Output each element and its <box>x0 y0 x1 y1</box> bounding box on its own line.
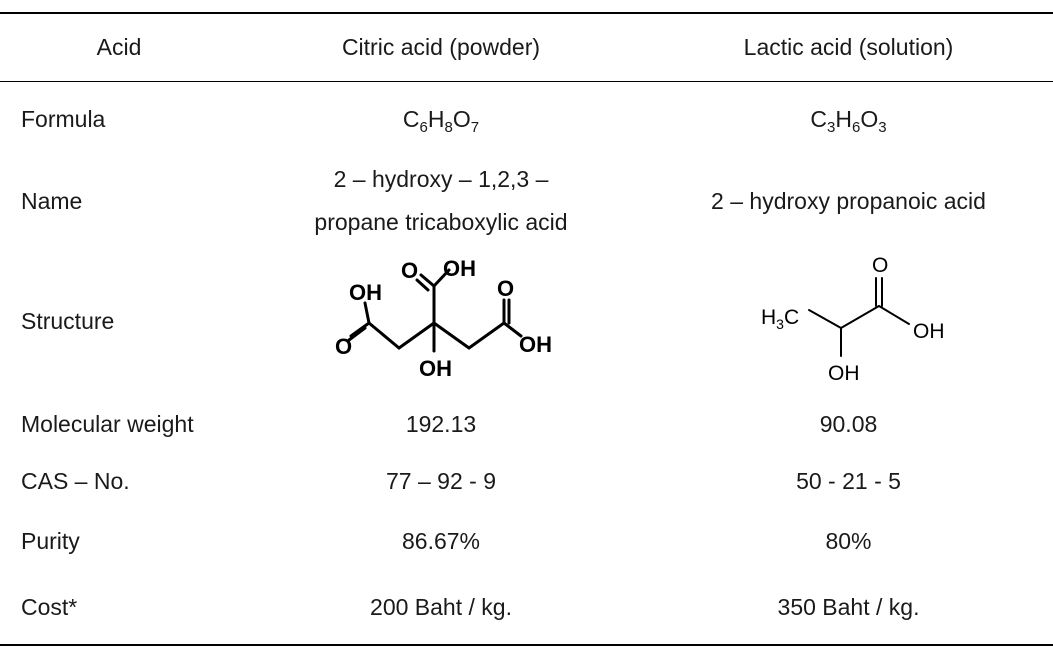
cas-label: CAS – No. <box>21 468 130 494</box>
acid-properties-table: Acid Citric acid (powder) Lactic acid (s… <box>0 12 1053 646</box>
lactic-oh-bottom: OH <box>828 362 860 385</box>
formula-row: Formula C6H8O7 C3H6O3 <box>0 82 1053 157</box>
citric-cost: 200 Baht / kg. <box>238 571 644 646</box>
lactic-purity: 80% <box>825 527 872 554</box>
molecular-weight-label: Molecular weight <box>21 410 194 437</box>
citric-oh-top: OH <box>443 256 476 281</box>
citric-o-right: O <box>497 276 514 301</box>
citric-acid-structure-diagram: OH O O OH O OH OH <box>335 256 552 381</box>
formula-label: Formula <box>21 105 106 132</box>
header-citric-acid: Citric acid (powder) <box>238 12 644 82</box>
cas-row: CAS – No. 77 – 92 - 9 50 - 21 - 5 <box>0 452 1053 511</box>
lactic-formula: C3H6O3 <box>810 105 887 136</box>
purity-label: Purity <box>21 527 80 554</box>
name-label: Name <box>21 187 83 214</box>
citric-cas: 77 – 92 - 9 <box>386 468 496 494</box>
citric-purity: 86.67% <box>401 527 480 554</box>
header-lactic-acid: Lactic acid (solution) <box>644 12 1053 82</box>
purity-row: Purity 86.67% 80% <box>0 511 1053 571</box>
lactic-o-top: O <box>872 254 888 277</box>
lactic-oh-right: OH <box>913 320 945 343</box>
header-acid: Acid <box>0 12 238 82</box>
cost-label: Cost* <box>0 571 238 646</box>
citric-oh-right: OH <box>519 332 551 357</box>
cost-row: Cost* 200 Baht / kg. 350 Baht / kg. <box>0 571 1053 646</box>
citric-structure: OH O O OH O OH OH <box>238 246 644 396</box>
citric-o-left: O <box>335 334 352 359</box>
lactic-acid-structure-diagram: H3C O OH OH <box>761 254 945 385</box>
lactic-ch3-group: H3C <box>761 306 799 332</box>
lactic-structure: H3C O OH OH <box>644 246 1053 396</box>
lactic-cas: 50 - 21 - 5 <box>796 468 901 494</box>
lactic-cost: 350 Baht / kg. <box>644 571 1053 646</box>
structure-row: Structure <box>0 246 1053 396</box>
name-row: Name 2 – hydroxy – 1,2,3 – propane trica… <box>0 156 1053 246</box>
citric-oh-center: OH <box>419 356 452 381</box>
citric-name: 2 – hydroxy – 1,2,3 – propane tricaboxyl… <box>314 166 568 235</box>
molecular-weight-row: Molecular weight 192.13 90.08 <box>0 396 1053 452</box>
lactic-name: 2 – hydroxy propanoic acid <box>711 187 986 214</box>
citric-formula: C6H8O7 <box>402 105 480 136</box>
structure-label: Structure <box>21 307 115 334</box>
citric-molecular-weight: 192.13 <box>405 410 477 437</box>
header-row: Acid Citric acid (powder) Lactic acid (s… <box>0 12 1053 82</box>
lactic-molecular-weight: 90.08 <box>819 410 878 437</box>
citric-oh-left: OH <box>349 280 382 305</box>
citric-o-top: O <box>401 258 418 283</box>
